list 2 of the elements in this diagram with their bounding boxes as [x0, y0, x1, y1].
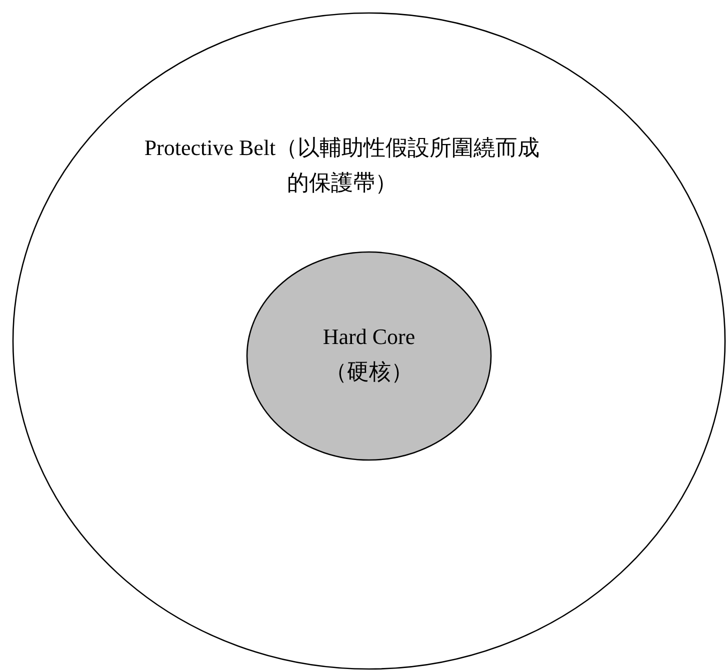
belt-label: Protective Belt（以輔助性假設所圍繞而成的保護帶） [143, 134, 541, 197]
core-label: Hard Core（硬核） [322, 323, 416, 386]
